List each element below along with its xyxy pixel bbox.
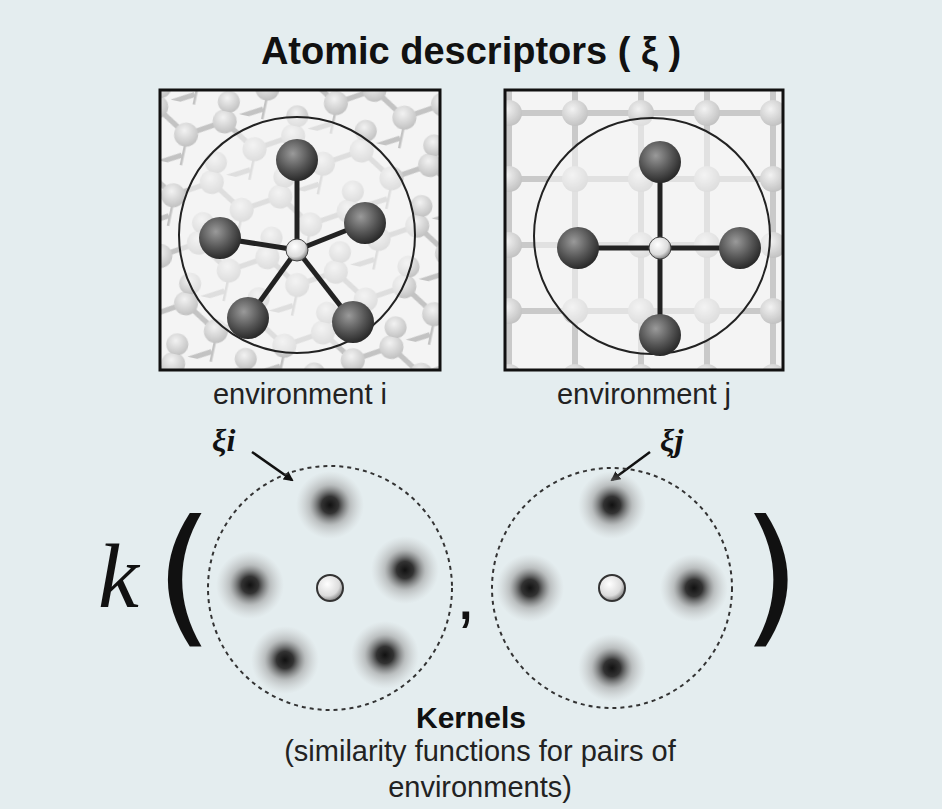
descriptor-symbol: ξj xyxy=(660,424,683,456)
environment-picture xyxy=(505,90,783,370)
bracket: ( xyxy=(155,500,214,650)
environment-label: environment j xyxy=(485,378,803,411)
kernels-heading: Kernels xyxy=(0,703,942,733)
environment-picture xyxy=(160,90,440,370)
environment-box: environment i xyxy=(160,90,440,370)
comma: , xyxy=(456,560,475,630)
pointer-arrow xyxy=(252,452,292,480)
environment-label: environment i xyxy=(140,378,460,411)
bracket: ) xyxy=(742,500,801,650)
environment-box: environment j xyxy=(505,90,783,370)
descriptor-density xyxy=(208,466,452,710)
kernels-description: (similarity functions for pairs of envir… xyxy=(255,733,705,806)
kernel-symbol: k xyxy=(98,530,139,622)
descriptor-symbol: ξi xyxy=(212,424,235,456)
diagram-title: Atomic descriptors ( ξ ) xyxy=(0,30,942,73)
descriptor-density xyxy=(492,468,732,708)
